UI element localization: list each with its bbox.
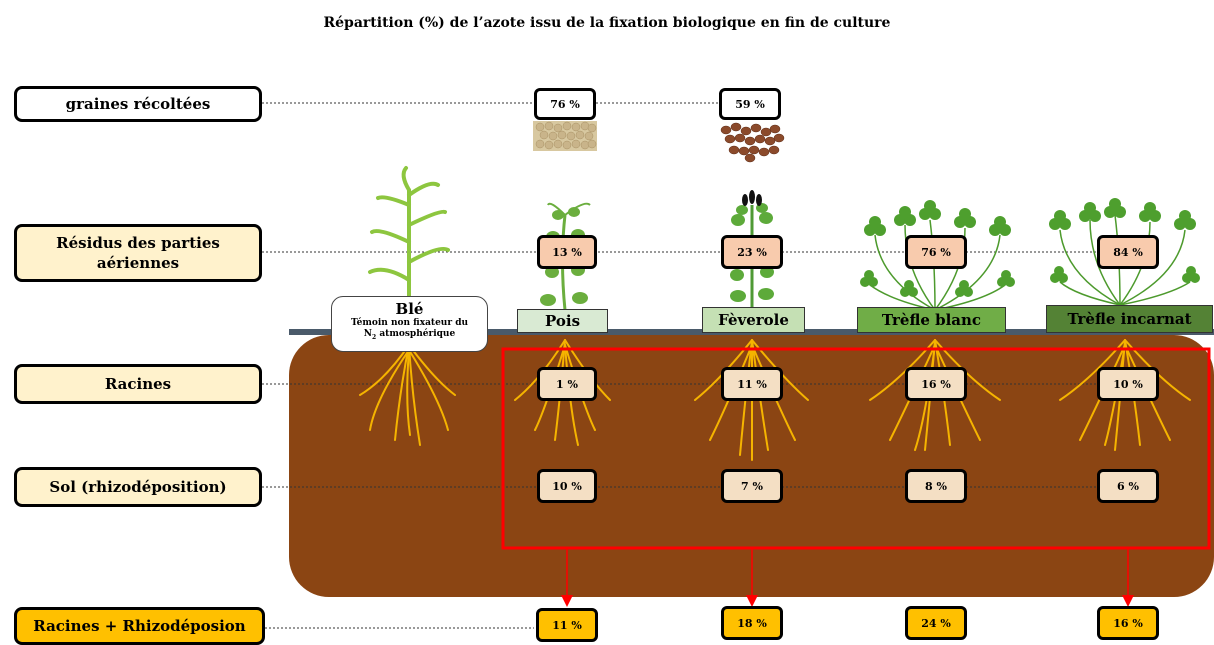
trefle-incarnat-label: Trèfle incarnat [1046,305,1213,333]
value-racines-trefle-blanc: 16 % [905,367,967,401]
ble-subtitle-1: Témoin non fixateur du [350,318,469,328]
row-label-total: Racines + Rhizodéposion [14,607,265,645]
value-residus-pois: 13 % [537,235,597,269]
value-racines-feverole: 11 % [721,367,783,401]
highlight-frame [501,347,1211,550]
arrows [561,549,1134,607]
feverole-seeds-image [720,122,785,163]
value-total-trefle-blanc: 24 % [905,606,967,640]
row-label-sol: Sol (rhizodéposition) [14,467,262,507]
value-racines-pois: 1 % [537,367,597,401]
ble-plant [368,166,450,302]
ble-name: Blé [395,300,424,318]
page-title: Répartition (%) de l’azote issu de la fi… [323,15,891,31]
trefle-blanc-label: Trèfle blanc [857,307,1006,333]
value-graines-pois: 76 % [534,88,596,120]
trefle-incarnat-leaves [1049,198,1200,283]
value-total-pois: 11 % [536,608,598,642]
pois-label: Pois [517,309,608,333]
row-label-racines: Racines [14,364,262,404]
value-graines-feverole: 59 % [719,88,781,120]
value-sol-feverole: 7 % [721,469,783,503]
value-sol-trefle-incarnat: 6 % [1097,469,1159,503]
value-residus-feverole: 23 % [721,235,783,269]
value-residus-trefle-incarnat: 84 % [1097,235,1159,269]
value-residus-trefle-blanc: 76 % [905,235,967,269]
ble-label: Blé Témoin non fixateur du N2 atmosphéri… [331,296,488,352]
row-label-residus: Résidus des parties aériennes [14,224,262,282]
pois-seeds-image [533,121,597,151]
value-total-trefle-incarnat: 16 % [1097,606,1159,640]
soil-area [289,335,1214,597]
trefle-blanc-leaves [860,200,1015,297]
value-sol-pois: 10 % [537,469,597,503]
feverole-flower [742,190,762,206]
ble-subtitle-2: N2 atmosphérique [363,329,456,341]
value-racines-trefle-incarnat: 10 % [1097,367,1159,401]
feverole-label: Fèverole [702,307,805,333]
row-label-graines: graines récoltées [14,86,262,122]
value-total-feverole: 18 % [721,606,783,640]
value-sol-trefle-blanc: 8 % [905,469,967,503]
